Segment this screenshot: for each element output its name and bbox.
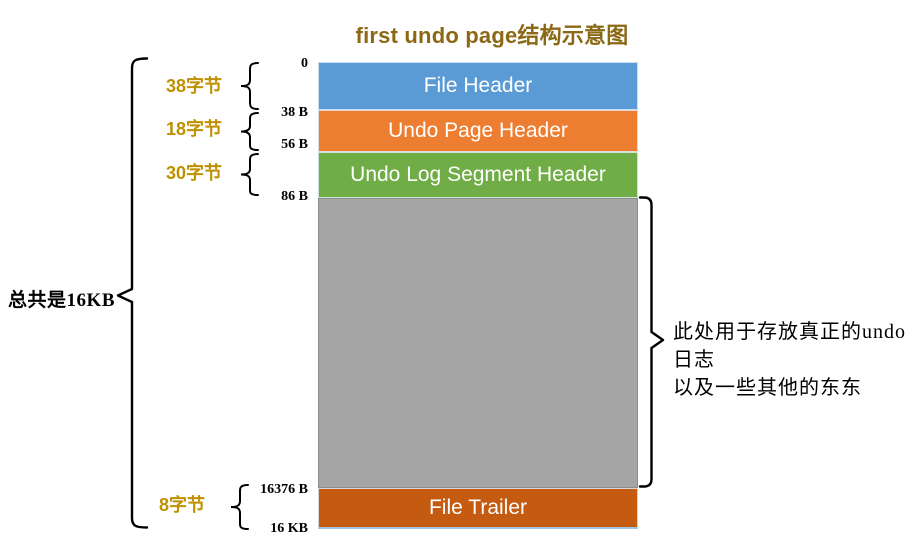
size-label-undo-page-header: 18字节 bbox=[165, 119, 222, 139]
offset-16376b: 16376 B bbox=[260, 482, 308, 497]
size-label-file-header: 38字节 bbox=[165, 76, 222, 96]
diagram-title: first undo page结构示意图 bbox=[355, 23, 629, 48]
block-file-trailer: File Trailer bbox=[318, 488, 638, 529]
size-label-undo-log-segment-header: 30字节 bbox=[165, 163, 222, 183]
offset-38b: 38 B bbox=[281, 105, 308, 120]
block-undo-page-header: Undo Page Header bbox=[318, 110, 638, 152]
annotation-line-2: 以及一些其他的东东 bbox=[673, 377, 862, 399]
block-undo-page-header-label: Undo Page Header bbox=[388, 119, 568, 142]
block-undo-log-segment-header: Undo Log Segment Header bbox=[318, 152, 638, 198]
size-label-file-trailer: 8字节 bbox=[158, 495, 205, 515]
offset-16kb: 16 KB bbox=[270, 521, 308, 536]
block-file-header-label: File Header bbox=[423, 74, 533, 97]
bracket-undo-log-area bbox=[638, 196, 665, 488]
offset-0: 0 bbox=[301, 56, 308, 71]
block-file-trailer-label: File Trailer bbox=[428, 496, 528, 519]
block-file-header: File Header bbox=[318, 62, 638, 110]
block-undo-log-body bbox=[318, 198, 638, 488]
annotation-line-1: 此处用于存放真正的undo日志 bbox=[673, 321, 906, 371]
undo-log-area-annotation: 此处用于存放真正的undo日志 以及一些其他的东东 bbox=[673, 318, 915, 402]
total-size-label: 总共是16KB bbox=[8, 290, 115, 311]
offset-86b: 86 B bbox=[281, 189, 308, 204]
offset-56b: 56 B bbox=[281, 137, 308, 152]
block-undo-log-segment-header-label: Undo Log Segment Header bbox=[350, 163, 606, 186]
